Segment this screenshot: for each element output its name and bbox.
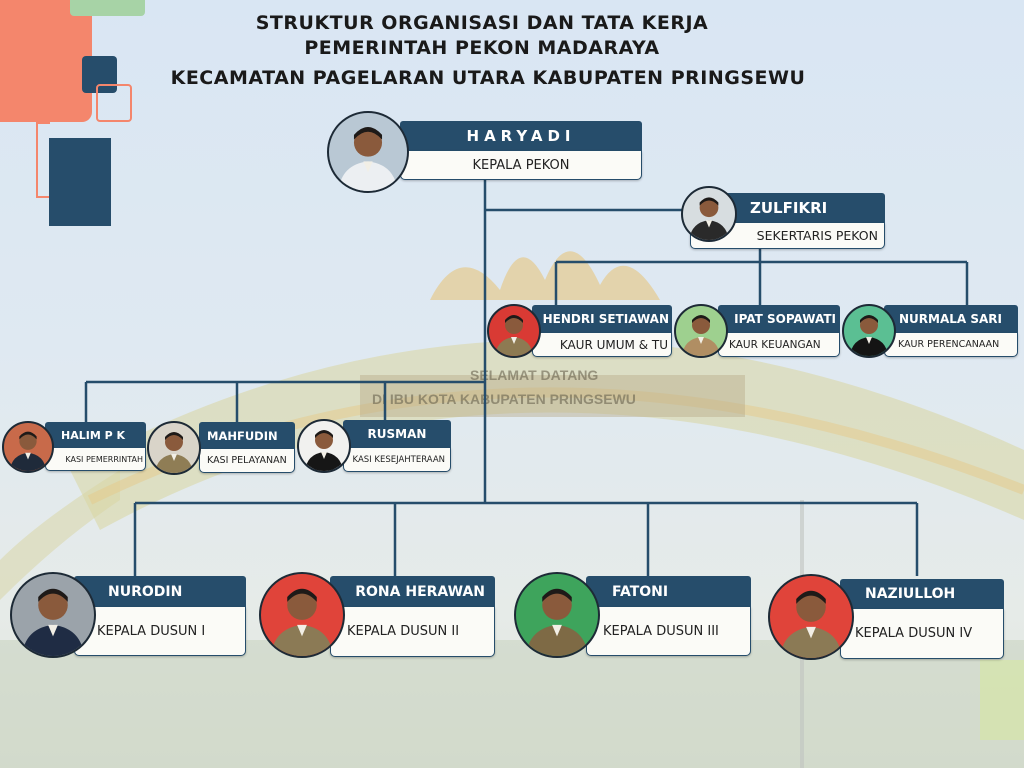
name-bar: FATONI — [586, 576, 751, 607]
name-bar: HARYADI — [400, 121, 642, 151]
role-box: KAUR KEUANGAN — [718, 333, 840, 357]
node-name: NURMALA SARI — [899, 312, 1003, 326]
title-line-3: KECAMATAN PAGELARAN UTARA KABUPATEN PRIN… — [170, 67, 806, 89]
node-role: KASI PELAYANAN — [207, 455, 287, 466]
title-line-2: PEMERINTAH PEKON MADARAYA — [304, 37, 660, 59]
name-bar: NURMALA SARI — [884, 305, 1018, 333]
person-photo-icon — [487, 304, 541, 358]
person-photo-icon — [674, 304, 728, 358]
name-bar: RUSMAN — [343, 420, 451, 448]
decor-navy-large — [49, 138, 111, 226]
node-name: FATONI — [612, 583, 669, 600]
node-role: KASI PEMERRINTAH — [65, 454, 143, 464]
role-box: KASI PEMERRINTAH — [45, 448, 146, 471]
name-bar: RONA HERAWAN — [330, 576, 495, 607]
role-box: KASI PELAYANAN — [199, 449, 295, 473]
person-photo-icon — [10, 572, 96, 658]
name-bar: IPAT SOPAWATI — [718, 305, 840, 333]
role-box: KASI KESEJAHTERAAN — [343, 448, 451, 472]
name-bar: MAHFUDIN — [199, 422, 295, 449]
person-photo-icon — [297, 419, 351, 473]
node-role: KAUR PERENCANAAN — [898, 339, 1000, 350]
person-photo-icon — [327, 111, 409, 193]
node-role: KAUR UMUM & TU — [559, 337, 668, 352]
node-name: ZULFIKRI — [750, 199, 828, 217]
node-role: KAUR KEUANGAN — [729, 338, 821, 351]
node-name: RUSMAN — [367, 427, 427, 441]
person-photo-icon — [681, 186, 737, 242]
node-name: RONA HERAWAN — [355, 583, 485, 600]
role-box: KAUR PERENCANAAN — [884, 333, 1018, 357]
name-bar: NAZIULLOH — [840, 579, 1004, 609]
name-bar: ZULFIKRI — [718, 193, 885, 223]
name-bar: HENDRI SETIAWAN — [532, 305, 672, 333]
person-photo-icon — [259, 572, 345, 658]
role-box: KEPALA DUSUN II — [330, 607, 495, 657]
role-box: KEPALA DUSUN I — [74, 607, 246, 656]
node-name: NURODIN — [108, 583, 183, 600]
node-name: HALIM P K — [61, 428, 126, 442]
person-photo-icon — [147, 421, 201, 475]
node-name: IPAT SOPAWATI — [734, 312, 836, 326]
person-photo-icon — [768, 574, 854, 660]
node-role: KASI KESEJAHTERAAN — [352, 454, 445, 465]
node-role: KEPALA DUSUN IV — [855, 626, 973, 641]
node-name: NAZIULLOH — [865, 586, 956, 602]
node-role: KEPALA DUSUN II — [347, 624, 460, 639]
person-photo-icon — [514, 572, 600, 658]
title-line-1: STRUKTUR ORGANISASI DAN TATA KERJA — [255, 12, 709, 34]
role-box: KEPALA PEKON — [400, 151, 642, 180]
decor-salmon-block — [0, 0, 92, 122]
person-photo-icon — [2, 421, 54, 473]
decor-green-block — [70, 0, 145, 16]
node-role: KEPALA PEKON — [472, 157, 570, 173]
decor-outline-line — [36, 122, 50, 198]
sign-line-1: SELAMAT DATANG — [470, 367, 598, 383]
node-name: MAHFUDIN — [207, 428, 278, 443]
role-box: KEPALA DUSUN III — [586, 607, 751, 656]
person-photo-icon — [842, 304, 896, 358]
sign-line-2: DI IBU KOTA KABUPATEN PRINGSEWU — [372, 391, 636, 407]
node-role: SEKERTARIS PEKON — [756, 228, 878, 243]
node-name: HENDRI SETIAWAN — [542, 312, 669, 326]
role-box: KEPALA DUSUN IV — [840, 609, 1004, 659]
name-bar: HALIM P K — [45, 422, 146, 448]
decor-outline-square — [96, 84, 132, 122]
role-box: KAUR UMUM & TU — [532, 333, 672, 357]
node-role: KEPALA DUSUN I — [97, 623, 206, 639]
node-role: KEPALA DUSUN III — [603, 623, 719, 639]
node-name: HARYADI — [466, 127, 576, 145]
name-bar: NURODIN — [74, 576, 246, 607]
